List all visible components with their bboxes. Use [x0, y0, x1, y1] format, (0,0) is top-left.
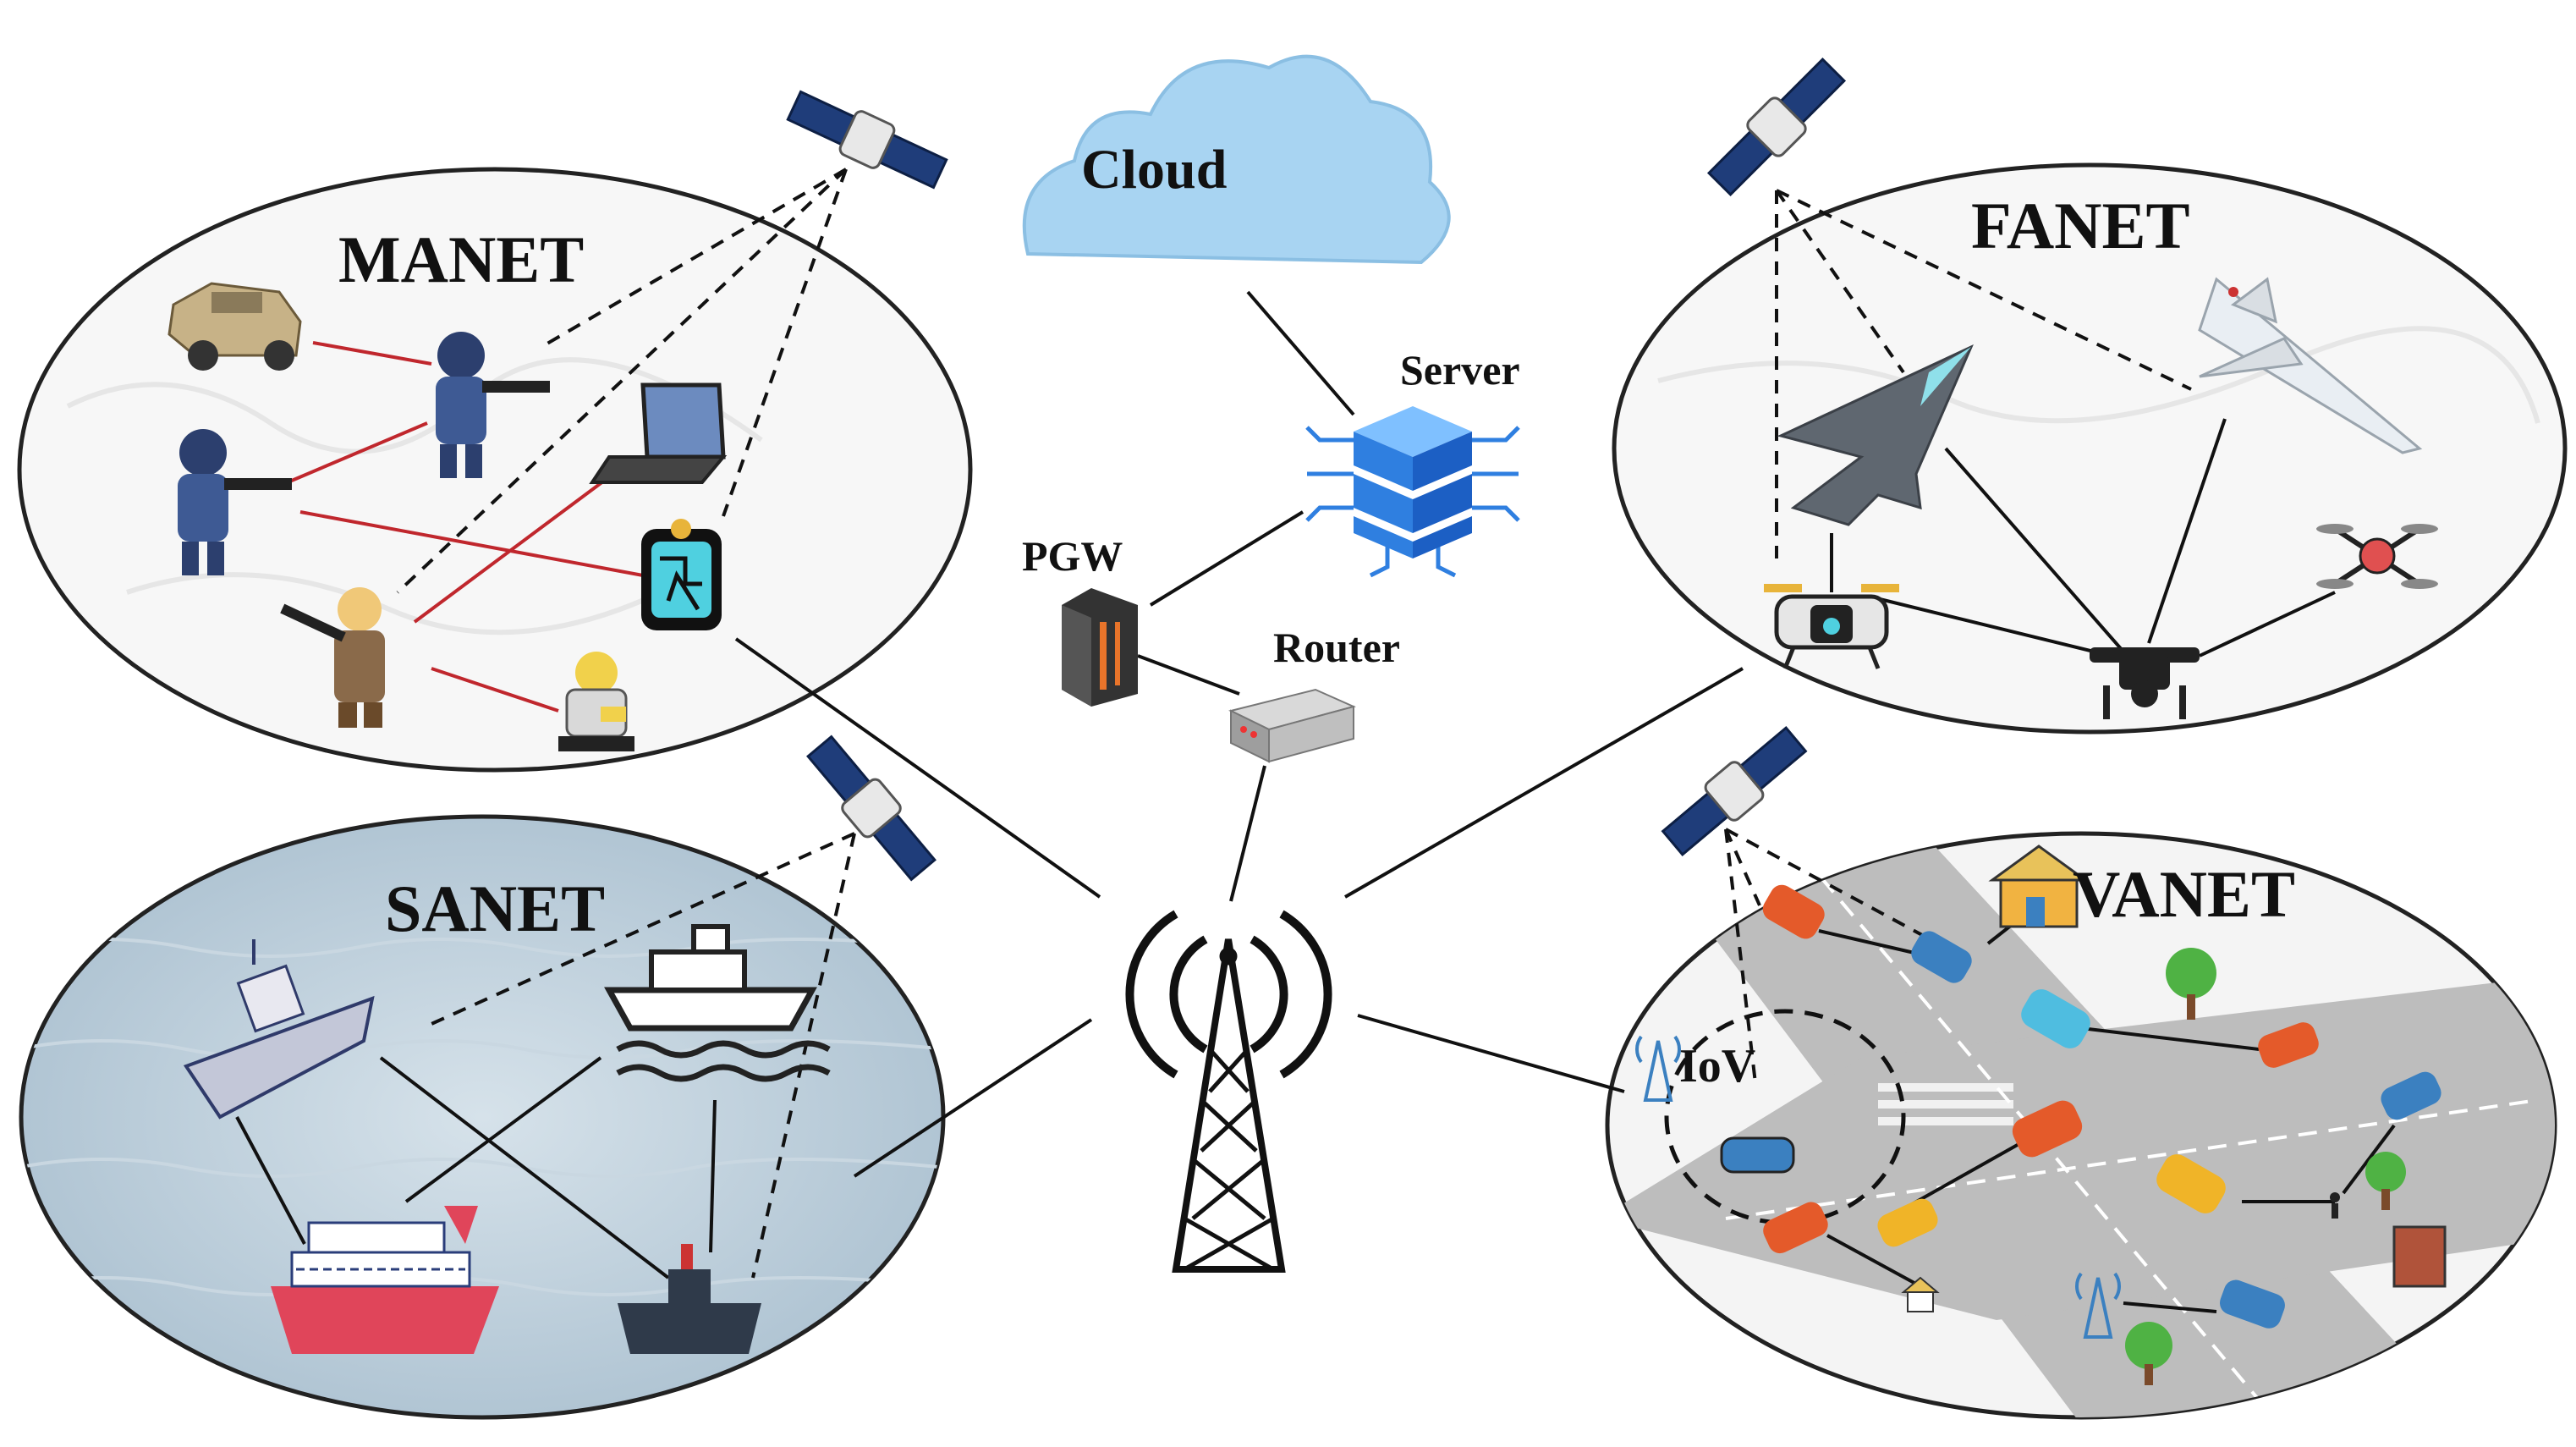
car-icon — [1877, 1198, 1938, 1247]
sanet-label: SANET — [385, 872, 606, 945]
warship-icon — [183, 939, 375, 1120]
tower-icon — [1125, 910, 1332, 1273]
satellite-icon — [1661, 726, 1808, 856]
satellite-icon — [1706, 57, 1847, 197]
quadcopter-icon — [2316, 524, 2438, 589]
soldier-icon — [280, 587, 385, 728]
car-icon — [2012, 1100, 2083, 1158]
tree-icon — [2125, 1322, 2172, 1385]
car-icon — [2021, 989, 2090, 1048]
soldier-icon — [436, 332, 550, 478]
humvee-icon — [168, 282, 302, 371]
drone-icon — [2090, 647, 2200, 719]
manet-label: MANET — [338, 223, 585, 296]
pgw-icon — [1062, 588, 1138, 707]
car-icon — [2258, 1022, 2319, 1068]
fanet-label: FANET — [1971, 189, 2190, 262]
drone-icon — [1764, 584, 1899, 669]
router-label: Router — [1273, 624, 1400, 671]
fighter-jet-icon — [2198, 277, 2423, 454]
patrol-boat-icon — [618, 1244, 761, 1354]
iov-label: IoV — [1679, 1040, 1756, 1092]
laptop-icon — [589, 382, 728, 484]
tree-icon — [2166, 948, 2216, 1020]
pgw-label: PGW — [1022, 532, 1123, 580]
manet-links — [287, 341, 644, 712]
ferry-icon — [604, 924, 831, 1082]
tree-icon — [2365, 1152, 2406, 1210]
core-links — [734, 290, 1744, 1178]
house-icon — [1988, 845, 2090, 928]
satellite-icon — [806, 735, 936, 882]
car-icon — [2219, 1279, 2285, 1329]
pedestrian-icon — [2330, 1192, 2340, 1219]
cloud-label: Cloud — [1081, 139, 1228, 201]
tablet-icon — [641, 519, 722, 630]
house-icon — [1901, 1276, 1940, 1312]
cruise-ship-icon — [271, 1206, 499, 1354]
building-icon — [2392, 1225, 2447, 1288]
server-icon — [1305, 406, 1520, 578]
satellite-icon — [786, 90, 948, 190]
car-icon — [1763, 1202, 1828, 1254]
cloud-icon — [1022, 54, 1451, 265]
car-icon — [2156, 1154, 2226, 1213]
server-label: Server — [1400, 346, 1520, 393]
router-icon — [1228, 688, 1356, 763]
fanet-region — [1612, 162, 2568, 735]
car-icon — [1762, 884, 1825, 939]
soldier-icon — [178, 429, 292, 575]
car-icon — [2381, 1071, 2441, 1120]
tower-icon — [2075, 1272, 2121, 1339]
tower-icon — [1635, 1035, 1681, 1102]
robot-icon — [558, 652, 634, 751]
stealth-jet-icon — [1777, 344, 1974, 526]
vanet-label: VANET — [2073, 857, 2295, 931]
car-icon — [1720, 1136, 1795, 1174]
car-icon — [1911, 931, 1972, 983]
